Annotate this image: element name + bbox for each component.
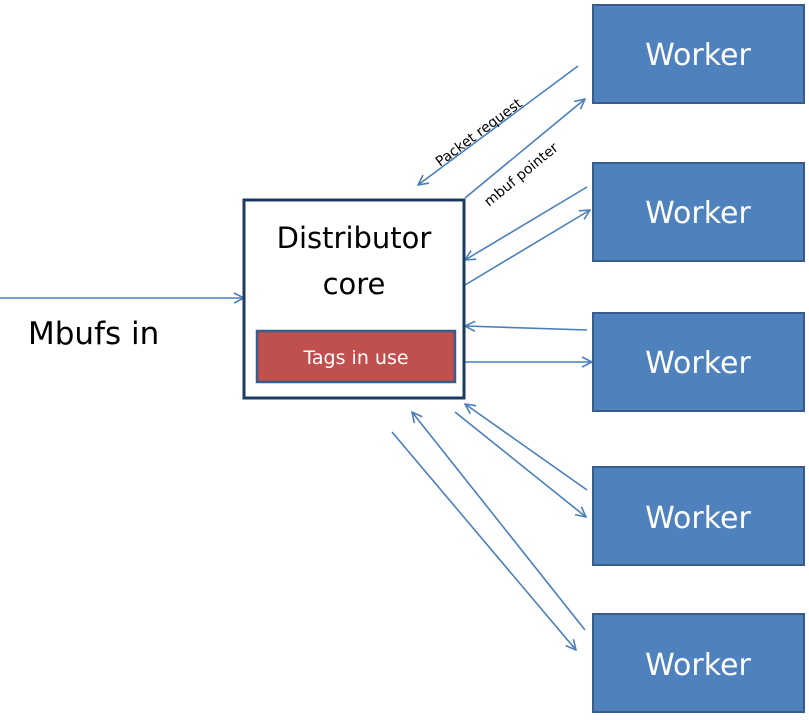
worker-3-label: Worker [645,346,751,381]
arrow-worker4-request [465,404,588,491]
worker-2-label: Worker [645,196,751,231]
distributor-core-title: Distributor [277,221,432,255]
arrow-worker4-pointer [454,411,586,517]
tags-in-use-box [255,329,457,384]
worker-3: Worker [592,312,805,412]
worker-1: Worker [592,4,805,104]
workers: Worker Worker Worker Worker Worker [592,4,805,713]
worker-4: Worker [592,466,805,566]
arrow-worker1-pointer [464,99,585,199]
worker-2: Worker [592,162,805,262]
distributor-core-box: Distributor core Tags in use [242,198,466,400]
worker-5: Worker [592,613,805,713]
distributor-core-subtitle: core [323,267,386,301]
arrow-worker2-request [465,186,588,260]
arrows [0,65,592,650]
arrow-worker5-request [412,412,586,631]
arrow-worker3-request [465,326,588,330]
tags-in-use-label: Tags in use [302,347,408,369]
worker-1-label: Worker [645,38,751,73]
arrow-worker2-pointer [464,210,590,286]
worker-5-label: Worker [645,648,751,683]
mbufs-in-label: Mbufs in [28,316,159,352]
arrow-worker5-pointer [391,431,576,650]
arrow-worker1-request [418,65,579,185]
worker-4-label: Worker [645,501,751,536]
